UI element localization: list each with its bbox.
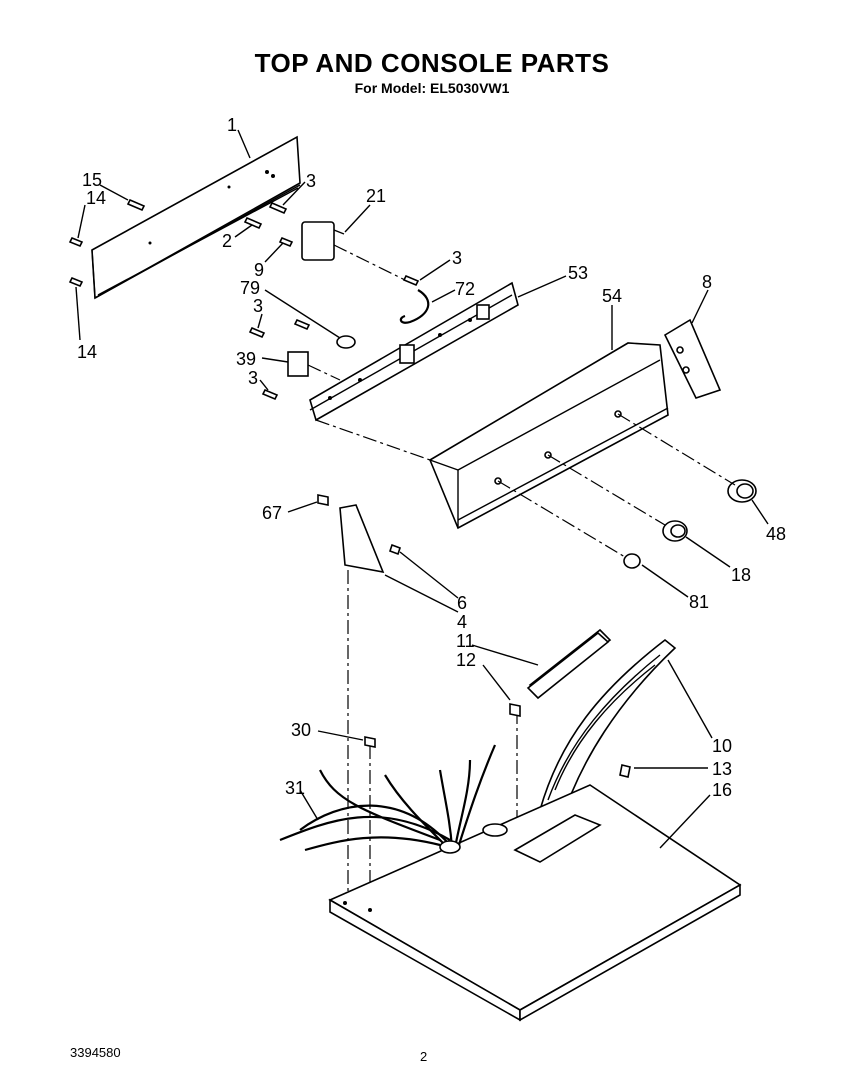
callout-3-c: 3 — [253, 296, 263, 316]
callout-53: 53 — [568, 263, 588, 283]
console-bracket — [309, 281, 519, 422]
page-number: 2 — [420, 1049, 428, 1064]
callout-67: 67 — [262, 503, 282, 523]
callout-16: 16 — [712, 780, 732, 800]
callout-54: 54 — [602, 286, 622, 306]
switch-39 — [287, 351, 341, 381]
timer-switch — [301, 221, 406, 281]
knob-81 — [623, 553, 641, 569]
callout-30: 30 — [291, 720, 311, 740]
callout-labels: 1 15 14 3 21 2 9 14 3 72 53 54 8 79 3 39… — [77, 115, 786, 800]
knob-79 — [336, 335, 356, 349]
axis-48 — [617, 413, 736, 486]
callout-3-d: 3 — [248, 368, 258, 388]
model-subtitle: For Model: EL5030VW1 — [354, 80, 510, 96]
callout-8: 8 — [702, 272, 712, 292]
callout-9: 9 — [254, 260, 264, 280]
lint-filter-cover — [526, 628, 612, 700]
clip-30 — [364, 736, 376, 748]
callout-14-bottom: 14 — [77, 342, 97, 362]
lint-screen — [539, 638, 677, 827]
callout-31: 31 — [285, 778, 305, 798]
callout-10: 10 — [712, 736, 732, 756]
axis-bracket — [315, 419, 431, 461]
callout-13: 13 — [712, 759, 732, 779]
callout-2: 2 — [222, 231, 232, 251]
callout-1: 1 — [227, 115, 237, 135]
callout-3-b: 3 — [452, 248, 462, 268]
end-cap-left — [317, 494, 402, 574]
callout-4: 4 — [457, 612, 467, 632]
top-panel — [328, 784, 742, 1022]
callout-15: 15 — [82, 170, 102, 190]
clip-12 — [509, 703, 521, 717]
end-cap-8 — [663, 318, 722, 399]
callout-72: 72 — [455, 279, 475, 299]
wire-harness — [279, 744, 497, 854]
back-panel — [91, 135, 301, 300]
leader-lines — [75, 129, 769, 849]
page-title: TOP AND CONSOLE PARTS — [254, 48, 610, 78]
wire-72 — [399, 289, 430, 324]
callout-12: 12 — [456, 650, 476, 670]
callout-81: 81 — [689, 592, 709, 612]
axis-18 — [547, 454, 666, 526]
callout-6: 6 — [457, 593, 467, 613]
callout-21: 21 — [366, 186, 386, 206]
screws-column — [248, 274, 420, 401]
callout-14-top: 14 — [86, 188, 106, 208]
screws-left — [68, 198, 294, 288]
screw-13 — [619, 764, 631, 778]
callout-39: 39 — [236, 349, 256, 369]
callout-18: 18 — [731, 565, 751, 585]
callout-3-a: 3 — [306, 171, 316, 191]
console-panel — [428, 342, 669, 530]
callout-48: 48 — [766, 524, 786, 544]
callout-11: 11 — [456, 631, 475, 651]
document-code: 3394580 — [70, 1045, 121, 1060]
knob-48 — [727, 479, 757, 503]
knob-18 — [662, 520, 688, 542]
callout-79: 79 — [240, 278, 260, 298]
